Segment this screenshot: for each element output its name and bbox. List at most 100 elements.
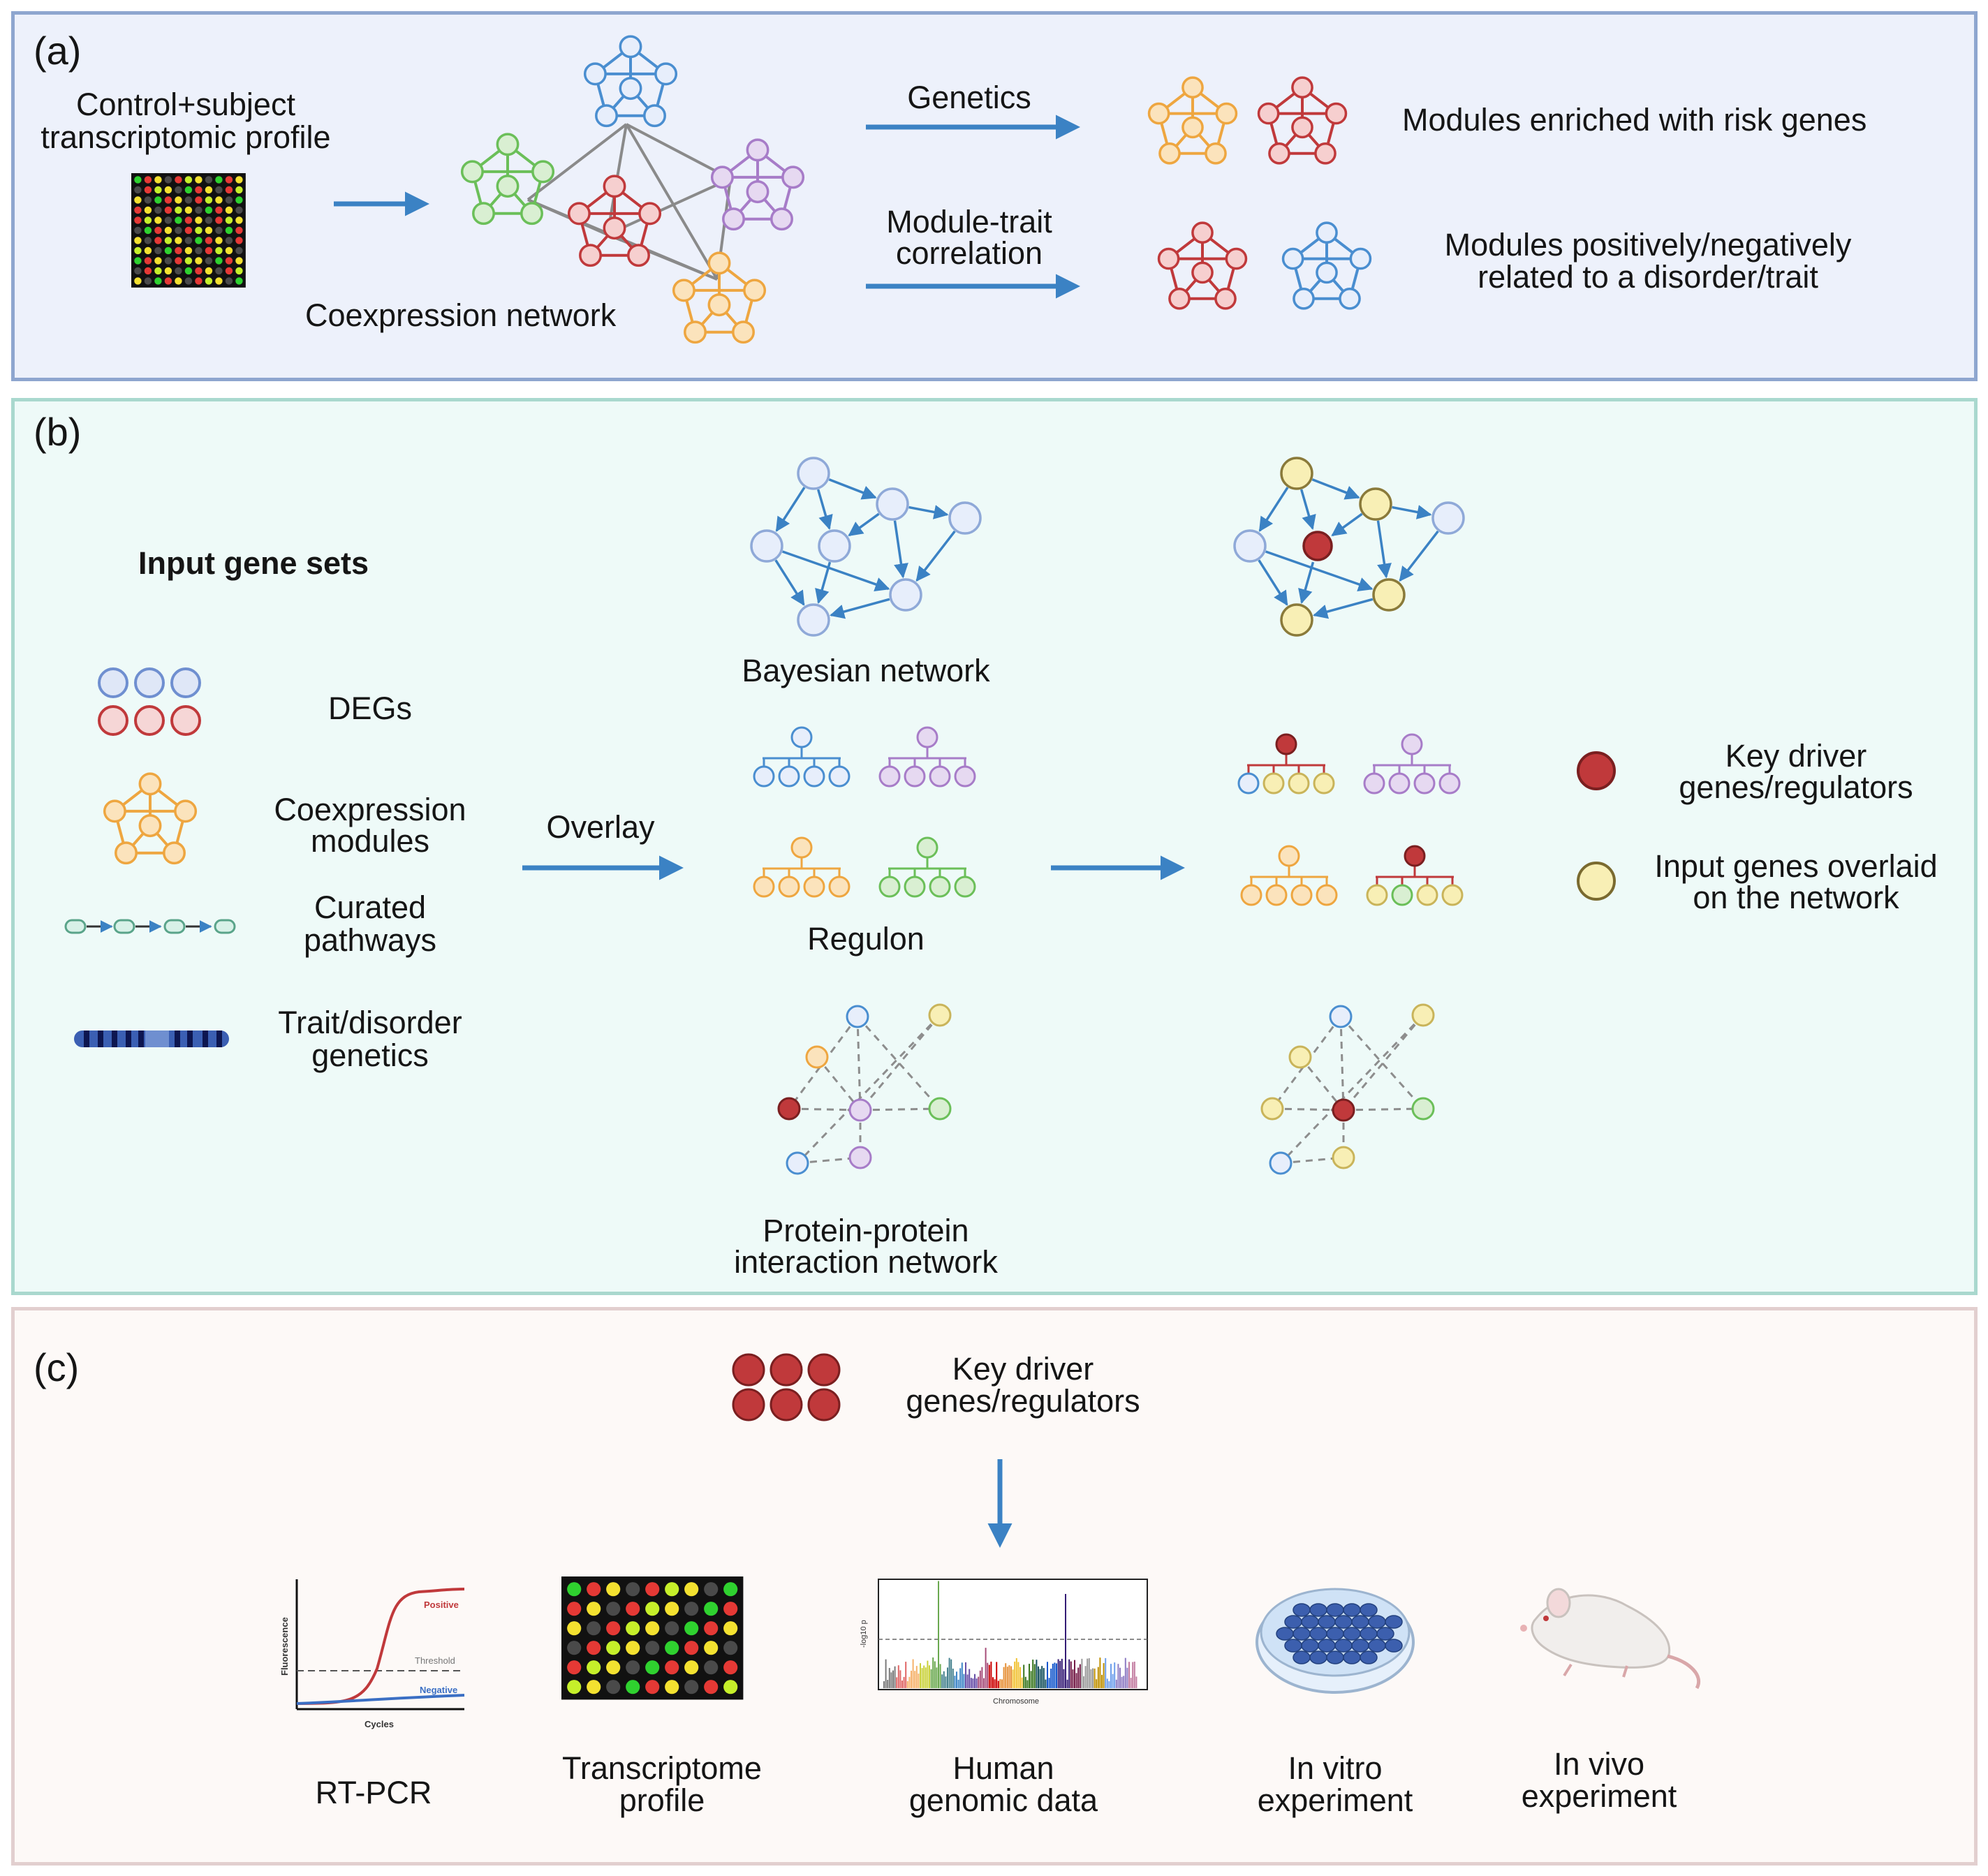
heatmap-c-cell: [626, 1680, 640, 1694]
regulon-result-a-leaf: [1288, 772, 1310, 795]
heatmap-c-cell: [665, 1582, 679, 1597]
in-vivo-label-1: In vivo: [1554, 1746, 1644, 1782]
heatmap-c-cell: [723, 1582, 738, 1597]
heatmap-a-cell: [205, 257, 213, 265]
regulon-purple-leaf: [929, 765, 951, 788]
heatmap-a-cell: [195, 237, 203, 244]
ppi-result-node: [1269, 1151, 1293, 1175]
heatmap-a-cell: [205, 277, 213, 285]
module-trait-label-1: Module-trait: [886, 204, 1052, 239]
heatmap-a-cell: [175, 176, 182, 184]
heatmap-a-cell: [225, 206, 233, 214]
cell: [1334, 1615, 1353, 1629]
heatmap-c-cell: [704, 1582, 719, 1597]
heatmap-a-cell: [195, 267, 203, 275]
ppi-result-node: [1260, 1097, 1284, 1121]
regulon-result-b-leaf: [1438, 772, 1461, 795]
heatmap-a-cell: [134, 257, 142, 265]
red-module-node: [603, 216, 626, 240]
cell: [1368, 1615, 1386, 1629]
cell: [1284, 1639, 1302, 1653]
bayes-result-node: [1302, 531, 1333, 561]
regulon-green-leaf: [954, 876, 976, 898]
heatmap-a-cell: [195, 206, 203, 214]
heatmap-a-cell: [144, 257, 152, 265]
regulon-blue-leaf: [803, 765, 825, 788]
trait-module-blue-node: [1281, 247, 1304, 270]
orange-module-node: [707, 293, 731, 317]
heatmap-c-cell: [606, 1660, 621, 1675]
heatmap-c-cell: [587, 1602, 601, 1616]
bayes-node: [797, 603, 830, 637]
heatmap-a-cell: [205, 206, 213, 214]
heatmap-a-cell: [184, 246, 193, 255]
ppi-network-graph: [777, 1003, 952, 1175]
heatmap-a-cell: [205, 176, 213, 184]
ppi-result-node: [1411, 1003, 1435, 1027]
red-module-node: [638, 202, 662, 226]
risk-module-red-node: [1268, 142, 1290, 165]
heatmap-a-cell: [215, 267, 223, 275]
heatmap-a-cell: [134, 226, 142, 235]
input-genes-legend-swatch: [1577, 862, 1616, 901]
regulon-orange-leaf: [778, 876, 800, 898]
heatmap-a-cell: [164, 226, 172, 235]
heatmap-a-cell: [235, 176, 243, 184]
regulon-result-a-leaf: [1237, 772, 1260, 795]
heatmap-a-cell: [235, 196, 243, 204]
coexp-input-node: [163, 841, 186, 865]
degs-label: DEGs: [328, 690, 412, 726]
heatmap-c-cell: [704, 1680, 719, 1694]
panel-b: [11, 398, 1978, 1295]
heatmap-a-cell: [164, 257, 172, 265]
heatmap-c-cell: [567, 1680, 582, 1694]
pathways-label-1: Curated: [314, 889, 426, 925]
heatmap-a-cell: [144, 186, 152, 194]
regulon-result-d-root: [1404, 845, 1426, 867]
cell: [1343, 1603, 1361, 1617]
heatmap-a-cell: [154, 186, 162, 194]
ppi-node: [928, 1003, 952, 1027]
heatmap-c-cell: [704, 1602, 719, 1616]
heatmap-c-cell: [704, 1660, 719, 1675]
cell: [1318, 1615, 1336, 1629]
blue-module-node: [583, 62, 607, 86]
heatmap-c-cell: [645, 1641, 660, 1655]
bayes-node: [889, 578, 922, 612]
regulon-blue-leaf: [753, 765, 775, 788]
orange-module-node: [743, 279, 767, 302]
genetics-input-label-1: Trait/disorder: [278, 1005, 462, 1040]
coexpression-module-icon: [103, 772, 198, 865]
coexp-input-node: [115, 841, 138, 865]
heatmap-a-cell: [184, 237, 193, 244]
green-module-node: [460, 160, 484, 184]
cell: [1276, 1627, 1294, 1641]
ppi-result-node: [1329, 1005, 1353, 1028]
cell: [1293, 1603, 1311, 1617]
regulon-result-d-leaf: [1441, 884, 1464, 906]
heatmap-a-cell: [164, 277, 172, 285]
regulon-result-trees: [1237, 733, 1464, 906]
heatmap-a-cell: [184, 196, 193, 204]
bayes-node: [818, 529, 851, 563]
key-driver-c-label-2: genes/regulators: [906, 1383, 1140, 1419]
heatmap-a-cell: [215, 216, 223, 224]
risk-module-orange-node: [1205, 142, 1227, 165]
bayes-edge: [828, 478, 877, 500]
purple-module-node: [746, 138, 770, 162]
heatmap-a-cell: [154, 196, 162, 204]
heatmap-a-cell: [215, 237, 223, 244]
heatmap-a-cell: [154, 226, 162, 235]
ppi-result-edge: [1339, 1016, 1345, 1111]
heatmap-a-cell: [184, 206, 193, 214]
heatmap-a-cell: [144, 237, 152, 244]
heatmap-a-cell: [235, 257, 243, 265]
heatmap-a-cell: [184, 216, 193, 224]
pathway-node: [163, 919, 186, 934]
heatmap-a-cell: [195, 257, 203, 265]
heatmap-a-cell: [164, 186, 172, 194]
key-driver-dot: [732, 1388, 765, 1421]
bayesian-network-result-graph: [1233, 457, 1465, 637]
heatmap-c-cell: [684, 1582, 699, 1597]
heatmap-c-cell: [723, 1660, 738, 1675]
